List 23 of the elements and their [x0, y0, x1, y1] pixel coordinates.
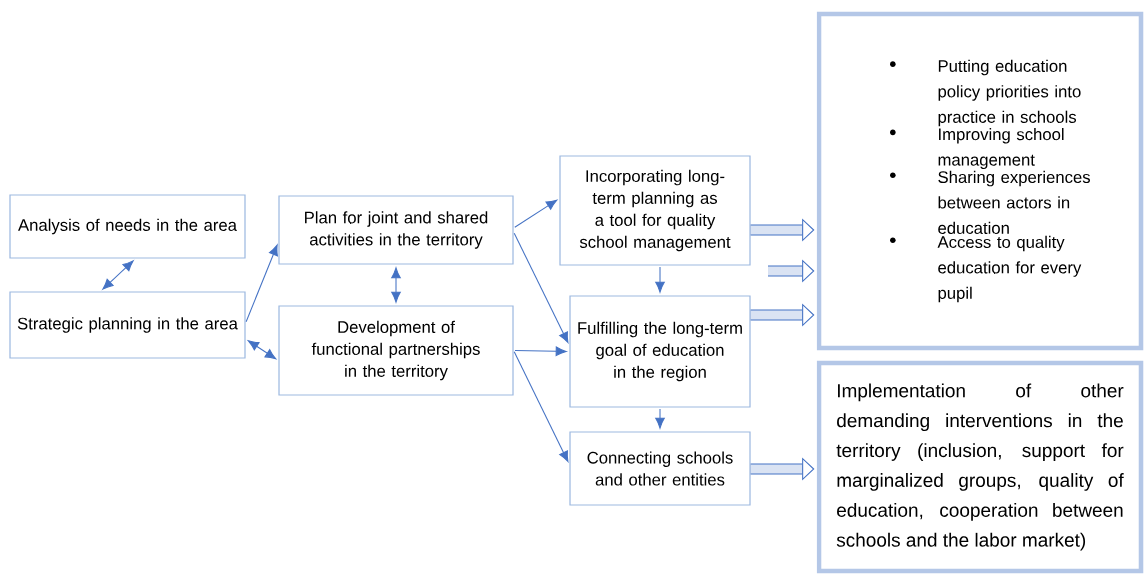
process-box: Plan for joint and shared activities in the territory: [278, 195, 514, 265]
process-box: Analysis of needs in the area: [9, 194, 246, 259]
process-box: Fulfilling the long-term goal of education in the region: [569, 295, 751, 408]
bullet-item: Putting education policy priorities into practice in schools: [890, 59, 1081, 127]
arrow: [655, 266, 665, 293]
process-box: Development of functional partnerships in the territory: [278, 305, 514, 396]
arrow: [513, 351, 569, 463]
process-box: Strategic planning in the area: [9, 291, 246, 359]
process-box: Connecting schools and other entities: [569, 431, 751, 506]
outcome-panel: Implementation of other demanding interventions in the territory (inclusion, support for marginalized groups, quality of education, cooperation between schools and the labor market): [816, 360, 1144, 574]
arrow: [391, 267, 401, 303]
arrow: [247, 340, 277, 360]
arrow: [655, 408, 665, 429]
outcome-panel: [816, 11, 1144, 351]
arrow: [102, 260, 134, 290]
arrow: [245, 244, 278, 323]
bullet-item: Sharing experiences between actors in education: [890, 170, 1090, 234]
arrow: [513, 232, 569, 344]
bullet-item: Improving school management: [890, 128, 1064, 170]
arrow: [514, 346, 567, 357]
arrow: [514, 199, 558, 228]
process-box: Incorporating long-term planning as a tool for quality school management: [559, 155, 751, 266]
bullet-item: Access to quality education for every pupil: [890, 235, 1082, 303]
